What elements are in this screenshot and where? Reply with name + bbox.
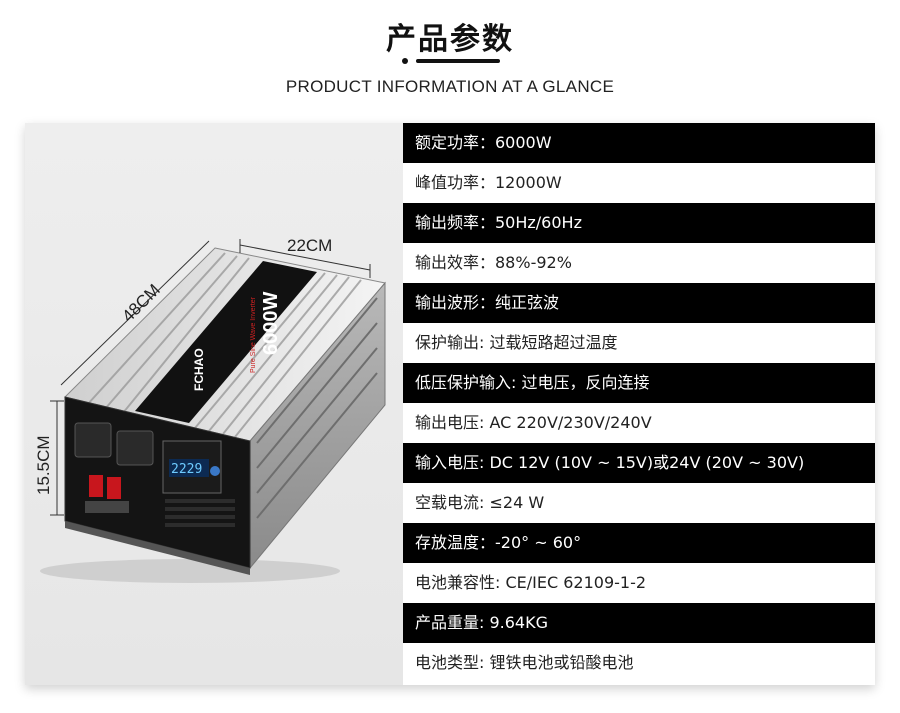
spec-row: 电池类型: 锂铁电池或铅酸电池 [403, 643, 875, 683]
height-label: 15.5CM [34, 435, 53, 495]
page-subtitle: PRODUCT INFORMATION AT A GLANCE [285, 77, 615, 96]
spec-row: 低压保护输入: 过电压，反向连接 [403, 363, 875, 403]
spec-row: 空载电流: ≤24 W [403, 483, 875, 523]
spec-row: 输入电压: DC 12V (10V ~ 15V)或24V (20V ~ 30V) [403, 443, 875, 483]
display-reading: 2229 [171, 462, 202, 477]
spec-row: 输出频率：50Hz/60Hz [403, 203, 875, 243]
ac-outlet-2 [116, 430, 154, 466]
heatsink-ridges [86, 252, 362, 438]
product-image-panel: 2229 22CM 48CM [25, 123, 403, 685]
spec-row: 保护输出: 过载短路超过温度 [403, 323, 875, 363]
divider-bar [416, 59, 500, 63]
terminal-positive-2 [107, 477, 121, 499]
shadow [40, 559, 340, 583]
title-divider [402, 58, 502, 64]
base-plate [65, 521, 250, 575]
spec-row: 峰值功率：12000W [403, 163, 875, 203]
ac-outlet-1 [74, 422, 112, 458]
spec-row: 输出波形：纯正弦波 [403, 283, 875, 323]
spec-row: 电池兼容性: CE/IEC 62109-1-2 [403, 563, 875, 603]
terminal-block [85, 501, 129, 513]
model-label: 6000W [260, 292, 282, 355]
brand-label: FCHAO [192, 348, 206, 391]
display-screen [169, 459, 209, 477]
spec-row: 存放温度：-20° ~ 60° [403, 523, 875, 563]
spec-card: 2229 22CM 48CM [25, 123, 875, 685]
width-dimension-line [239, 244, 371, 271]
spec-row: 输出效率：88%-92% [403, 243, 875, 283]
power-indicator [210, 466, 220, 476]
length-dimension-line [60, 240, 210, 386]
side-ridges [256, 297, 378, 519]
spec-row: 输出电压: AC 220V/230V/240V [403, 403, 875, 443]
spec-row: 额定功率：6000W [403, 123, 875, 163]
inverter-illustration: 2229 22CM 48CM [34, 236, 386, 583]
vent-slots [165, 499, 235, 527]
spec-row: 产品重量: 9.64KG [403, 603, 875, 643]
label-strip [135, 261, 317, 423]
width-label: 22CM [287, 236, 332, 255]
terminal-positive [89, 475, 103, 497]
model-subtitle: Pure Sine Wave Inverter [250, 296, 257, 373]
divider-dot [402, 58, 408, 64]
page-title: 产品参数 [386, 22, 514, 57]
